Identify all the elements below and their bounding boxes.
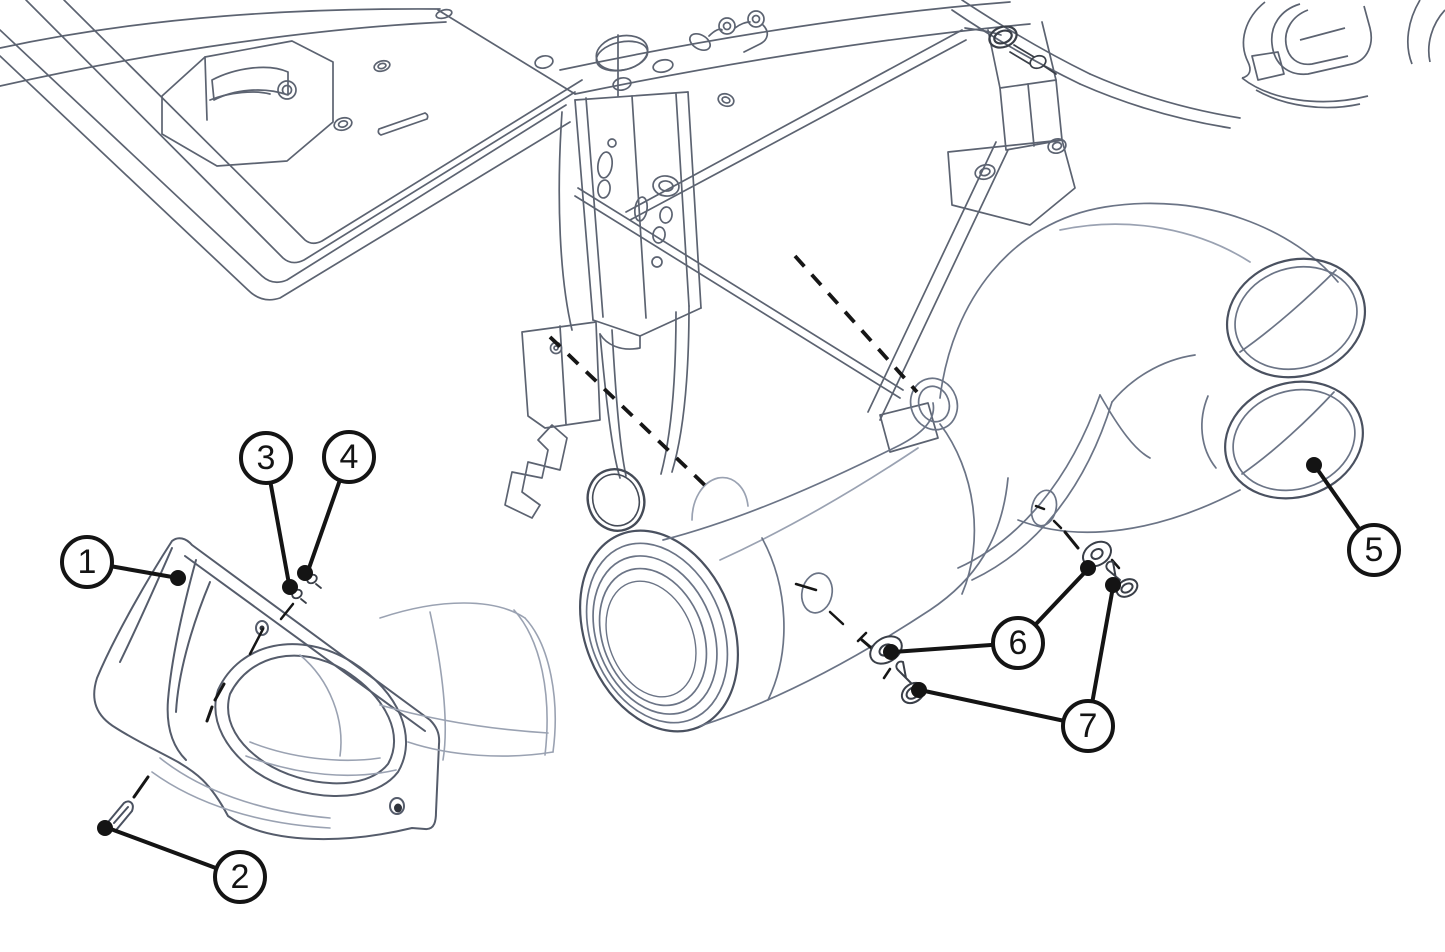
- corner-housing: [1241, 0, 1445, 109]
- air-scoop-part: [93, 537, 441, 841]
- leader-dots: [97, 457, 1322, 836]
- bolt-fasteners: [108, 560, 1139, 830]
- callout-3: 3: [239, 431, 293, 485]
- callout-1-label: 1: [77, 543, 97, 581]
- callout-7: 7: [1061, 699, 1115, 753]
- callout-5: 5: [1347, 523, 1401, 577]
- callout-2-label: 2: [230, 858, 250, 896]
- chassis-frame: [0, 0, 1241, 519]
- callout-6-label: 6: [1008, 624, 1028, 662]
- scoop-duct-elbow: [151, 602, 556, 829]
- twin-outlet-pipe-part: [578, 202, 1367, 733]
- callout-5-label: 5: [1364, 531, 1384, 569]
- frame-outlet-ring: [586, 468, 646, 532]
- callout-1: 1: [60, 535, 114, 589]
- callout-7-label: 7: [1078, 707, 1098, 745]
- alignment-dashed-lines: [548, 254, 919, 494]
- leader-7b: [918, 688, 1090, 728]
- callout-2: 2: [213, 850, 267, 904]
- callout-4-label: 4: [339, 438, 359, 476]
- callout-6: 6: [991, 616, 1045, 670]
- axis-tick-lines: [132, 504, 1121, 799]
- callout-leader-lines: [85, 455, 1376, 879]
- callout-4: 4: [322, 430, 376, 484]
- callout-3-label: 3: [256, 439, 276, 477]
